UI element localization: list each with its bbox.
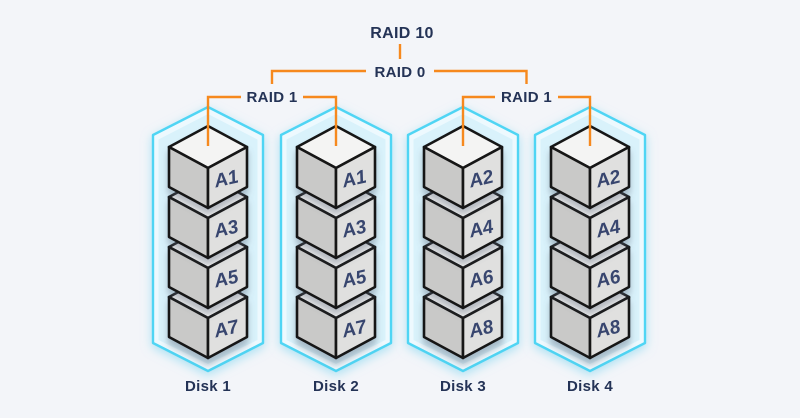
raid1-right-label-mask: [495, 88, 558, 105]
disk-3-label: Disk 3: [440, 378, 486, 395]
raid0-label: RAID 0: [375, 64, 426, 81]
disk-1-label: Disk 1: [185, 378, 231, 395]
disk-2-blocks: A1 A3 A5 A7: [295, 124, 377, 360]
disk-3-blocks: A2 A4 A6 A8: [422, 124, 504, 360]
disk-4-label: Disk 4: [567, 378, 613, 395]
raid10-label: RAID 10: [370, 25, 433, 42]
disk-1-blocks: A1 A3 A5 A7: [167, 124, 249, 360]
disk-4-blocks: A2 A4 A6 A8: [549, 124, 631, 360]
raid1-left-label: RAID 1: [247, 89, 298, 106]
raid0-label-mask: [366, 62, 434, 80]
raid1-left-label-mask: [241, 88, 303, 105]
raid1-right-label: RAID 1: [501, 89, 552, 106]
disk-2-label: Disk 2: [313, 378, 359, 395]
